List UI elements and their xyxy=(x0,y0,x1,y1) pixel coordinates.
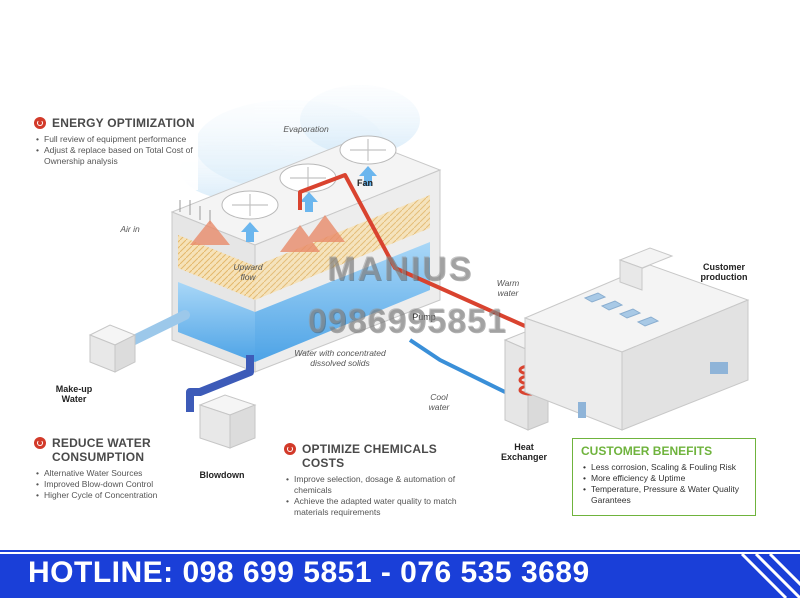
decorative-stripes xyxy=(740,552,800,600)
air-in-label: Air in xyxy=(120,224,140,234)
benefits-title: CUSTOMER BENEFITS xyxy=(581,444,713,458)
benefits-item: Less corrosion, Scaling & Fouling Risk xyxy=(583,462,747,473)
water-item: Higher Cycle of Concentration xyxy=(36,490,184,501)
makeup-water-label: Make-up Water xyxy=(55,384,93,404)
evaporation-label: Evaporation xyxy=(283,124,329,134)
water-item: Improved Blow-down Control xyxy=(36,479,184,490)
energy-icon xyxy=(34,117,46,129)
benefits-list: Less corrosion, Scaling & Fouling Risk M… xyxy=(581,462,747,506)
customer-benefits-panel: CUSTOMER BENEFITS Less corrosion, Scalin… xyxy=(572,438,756,516)
energy-item: Full review of equipment performance xyxy=(36,134,198,145)
makeup-water-box xyxy=(88,324,137,373)
cool-water-label: Cool water xyxy=(428,392,450,412)
reduce-water-panel: REDUCE WATER CONSUMPTION Alternative Wat… xyxy=(34,436,184,514)
water-icon xyxy=(34,437,46,449)
benefits-item: More efficiency & Uptime xyxy=(583,473,747,484)
spray-heads xyxy=(190,215,345,252)
blowdown-label: Blowdown xyxy=(199,470,245,480)
pump-label: Pump xyxy=(412,312,436,322)
makeup-water-pipe xyxy=(125,310,190,347)
energy-title: ENERGY OPTIMIZATION xyxy=(52,116,195,130)
customer-production-label: Customer production xyxy=(700,262,748,282)
chemicals-item: Achieve the adapted water quality to mat… xyxy=(286,496,472,518)
energy-optimization-panel: ENERGY OPTIMIZATION Full review of equip… xyxy=(34,116,198,190)
upward-flow-arrows xyxy=(241,166,377,242)
chemicals-title: OPTIMIZE CHEMICALS COSTS xyxy=(302,442,437,470)
watermark-name: MANIUS xyxy=(326,250,474,288)
hotline-bar xyxy=(0,550,800,600)
blowdown-pipe xyxy=(186,355,254,412)
water-item: Alternative Water Sources xyxy=(36,468,184,479)
heat-exchanger-label: Heat Exchanger xyxy=(500,442,548,462)
watermark-phone: 0986995851 xyxy=(307,302,507,340)
chemicals-list: Improve selection, dosage & automation o… xyxy=(284,474,472,518)
concentrated-water-label: Water with concentrated dissolved solids xyxy=(294,348,386,368)
upward-flow-label: Upward flow xyxy=(233,262,263,282)
fan-label: Fan xyxy=(356,178,373,188)
energy-list: Full review of equipment performance Adj… xyxy=(34,134,198,167)
energy-item: Adjust & replace based on Total Cost of … xyxy=(36,145,198,167)
water-list: Alternative Water Sources Improved Blow-… xyxy=(34,468,184,501)
chemicals-icon xyxy=(284,443,296,455)
blowdown-box xyxy=(198,394,257,449)
hotline-text: HOTLINE: 098 699 5851 - 076 535 3689 xyxy=(28,556,590,589)
benefits-item: Temperature, Pressure & Water Quality Ga… xyxy=(583,484,747,506)
optimize-chemicals-panel: OPTIMIZE CHEMICALS COSTS Improve selecti… xyxy=(284,442,472,517)
warm-water-label: Warm water xyxy=(496,278,520,298)
customer-production-building xyxy=(523,247,750,431)
chemicals-item: Improve selection, dosage & automation o… xyxy=(286,474,472,496)
water-title: REDUCE WATER CONSUMPTION xyxy=(52,436,151,464)
